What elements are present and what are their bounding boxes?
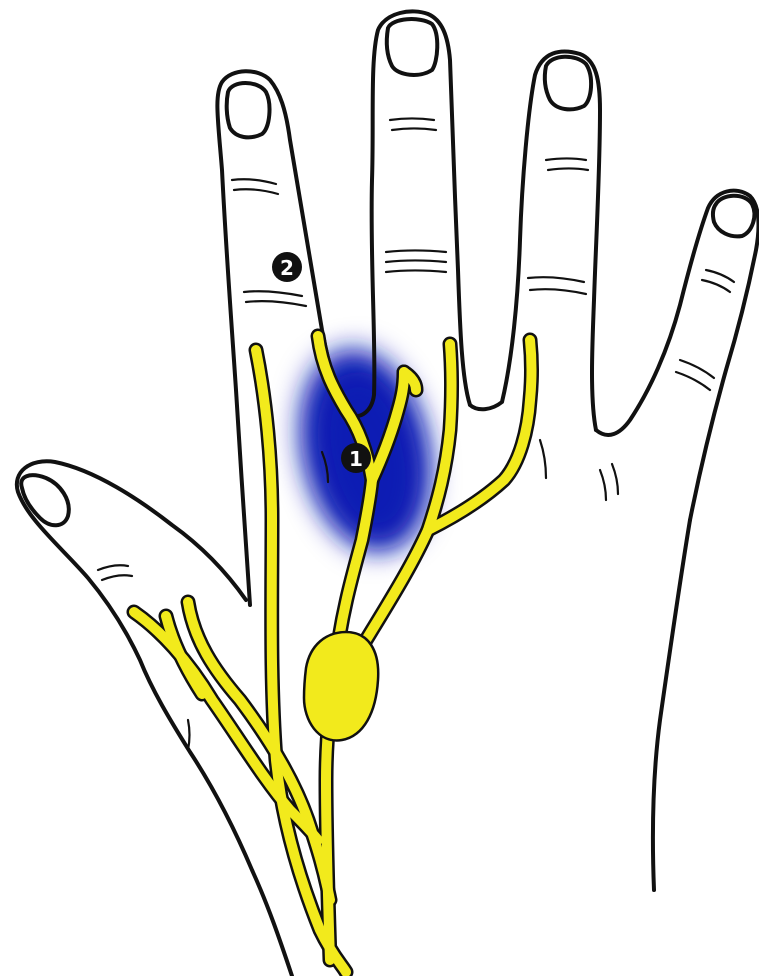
marker-2-label: 2 bbox=[280, 256, 294, 280]
little-finger-outline bbox=[596, 191, 758, 520]
neuroma bbox=[304, 632, 378, 740]
index-finger-outline bbox=[217, 71, 348, 605]
marker-1: 1 bbox=[341, 443, 371, 473]
index-fingernail bbox=[227, 83, 270, 137]
marker-2: 2 bbox=[272, 252, 302, 282]
marker-1-label: 1 bbox=[349, 447, 363, 471]
ring-fingernail bbox=[545, 57, 591, 110]
nerve-thumb-ulnar bbox=[188, 602, 330, 900]
palm-ulnar-edge bbox=[653, 520, 690, 890]
middle-fingernail bbox=[387, 19, 437, 75]
thumbnail bbox=[21, 475, 69, 525]
little-fingernail bbox=[713, 196, 754, 237]
